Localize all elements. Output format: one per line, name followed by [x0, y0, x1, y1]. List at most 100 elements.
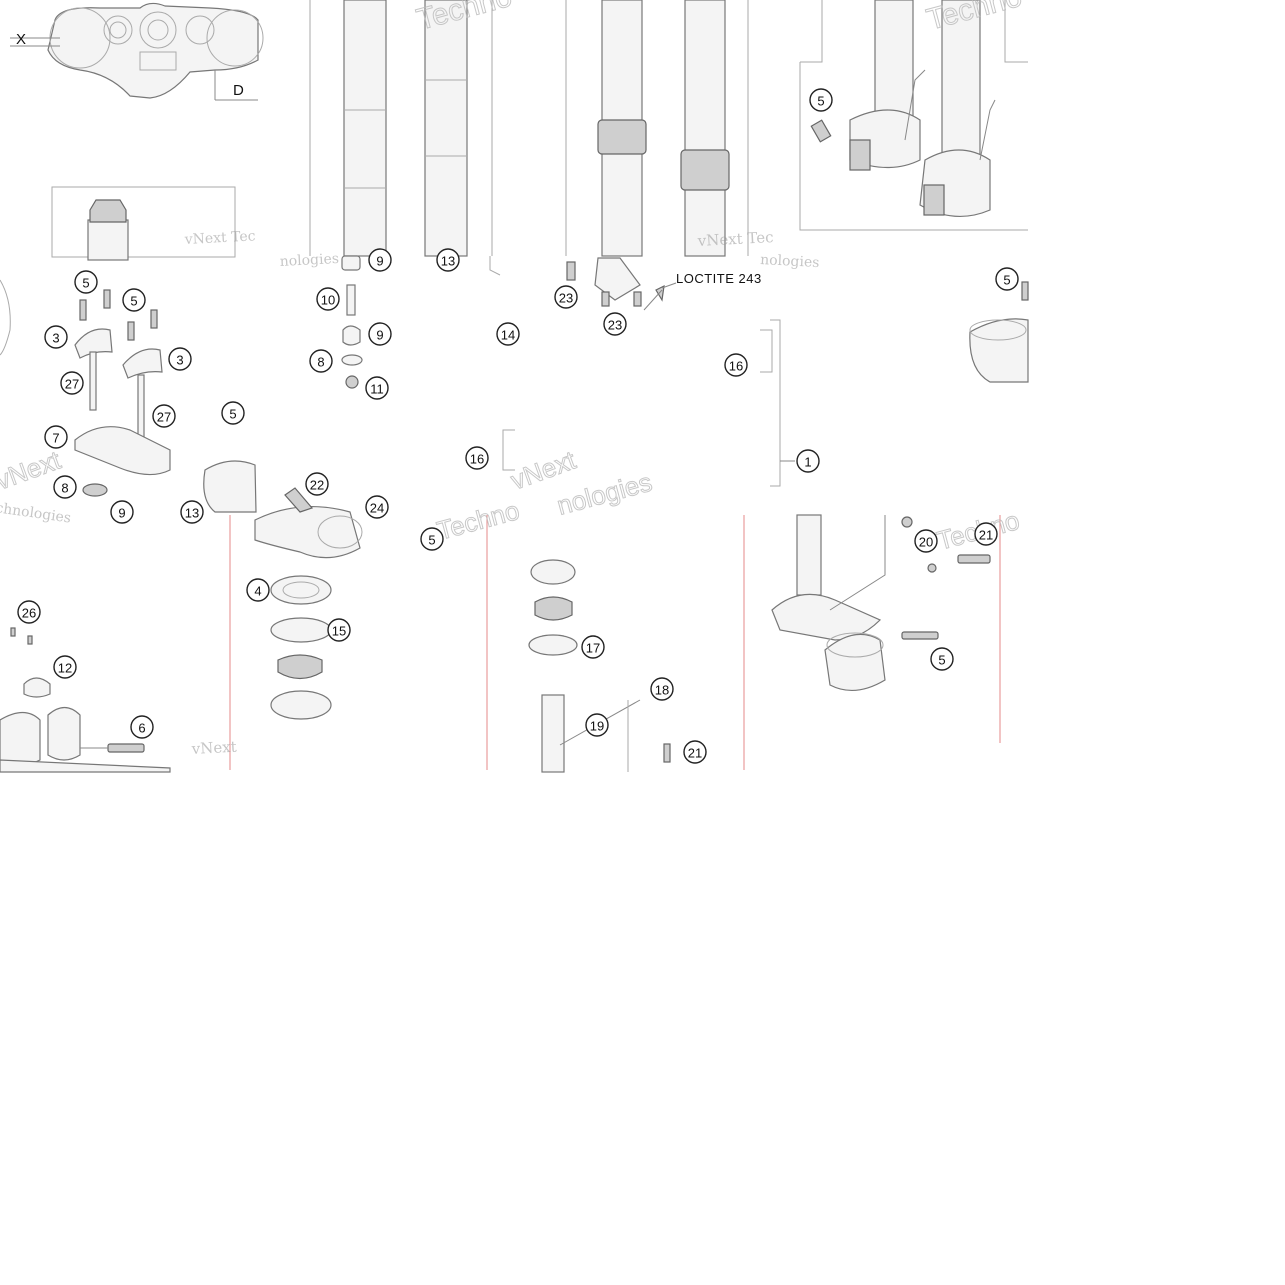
- callout-number: 17: [586, 641, 600, 656]
- callout-c14a: 14: [496, 322, 520, 346]
- callout-number: 21: [979, 528, 993, 543]
- callout-c13a: 13: [436, 248, 460, 272]
- callout-number: 8: [317, 355, 324, 370]
- callout-c27a: 27: [60, 371, 84, 395]
- upper-clamp-right: [969, 281, 1029, 383]
- callout-c5f: 5: [420, 527, 444, 551]
- callout-c9b: 9: [368, 322, 392, 346]
- callout-circle: [305, 472, 329, 496]
- callout-number: 4: [254, 584, 261, 599]
- callout-circle: [368, 322, 392, 346]
- callout-c5d: 5: [221, 401, 245, 425]
- x-dimension-label: X: [16, 31, 26, 48]
- callout-c5c: 5: [122, 288, 146, 312]
- callout-number: 27: [65, 377, 79, 392]
- callout-circle: [246, 578, 270, 602]
- callout-circle: [809, 88, 833, 112]
- callout-c8a: 8: [53, 475, 77, 499]
- callout-number: 5: [82, 276, 89, 291]
- callout-number: 5: [428, 533, 435, 548]
- callout-number: 5: [1003, 273, 1010, 288]
- callout-circle: [650, 677, 674, 701]
- callout-circle: [974, 522, 998, 546]
- loctite-note: LOCTITE 243: [676, 271, 762, 286]
- callout-number: 22: [310, 478, 324, 493]
- callout-circle: [60, 371, 84, 395]
- callout-c19: 19: [585, 713, 609, 737]
- callout-c5b: 5: [74, 270, 98, 294]
- callout-number: 5: [229, 407, 236, 422]
- callout-number: 7: [52, 431, 59, 446]
- upper-triple-clamp: vNext: [0, 515, 237, 773]
- callout-c12: 12: [53, 655, 77, 679]
- callout-number: 21: [688, 746, 702, 761]
- callout-circle: [465, 446, 489, 470]
- steering-stem-area: LOCTITE 243 nologies vNext nologies: [506, 252, 820, 521]
- watermark-text: chnologies: [0, 500, 72, 526]
- callout-c1: 1: [796, 449, 820, 473]
- callout-c21a: 21: [974, 522, 998, 546]
- callout-number: 24: [370, 501, 384, 516]
- callout-number: 5: [817, 94, 824, 109]
- callout-number: 6: [138, 721, 145, 736]
- callout-c13b: 13: [180, 500, 204, 524]
- callout-circle: [180, 500, 204, 524]
- callout-number: 27: [157, 410, 171, 425]
- callout-number: 5: [130, 294, 137, 309]
- callout-c24: 24: [365, 495, 389, 519]
- callout-c3b: 3: [168, 347, 192, 371]
- callout-number: 26: [22, 606, 36, 621]
- callout-circle: [130, 715, 154, 739]
- callout-circle: [914, 529, 938, 553]
- callout-circle: [496, 322, 520, 346]
- callout-circle: [365, 495, 389, 519]
- watermark-text: vNext Tec: [183, 228, 256, 248]
- watermark-text: Techno: [434, 495, 523, 546]
- callout-number: 20: [919, 535, 933, 550]
- callout-c15: 15: [327, 618, 351, 642]
- callout-c16a: 16: [724, 353, 748, 377]
- callout-circle: [53, 655, 77, 679]
- callout-circle: [152, 404, 176, 428]
- callout-circle: [74, 270, 98, 294]
- callout-c17: 17: [581, 635, 605, 659]
- callout-circle: [930, 647, 954, 671]
- callout-c10: 10: [316, 287, 340, 311]
- callout-number: 5: [938, 653, 945, 668]
- callout-c21b: 21: [683, 740, 707, 764]
- bushing-parts: [341, 255, 515, 471]
- callout-number: 18: [655, 683, 669, 698]
- callout-circle: [44, 325, 68, 349]
- callout-c14b: 4: [246, 578, 270, 602]
- callout-circle: [683, 740, 707, 764]
- handlebar-clamp-assembly: vNext chnologies: [0, 279, 257, 527]
- callout-number: 10: [321, 293, 335, 308]
- watermark-text: nologies: [760, 252, 820, 271]
- callout-circle: [995, 267, 1019, 291]
- callout-number: 14: [501, 328, 515, 343]
- callout-number: 9: [376, 328, 383, 343]
- callout-circle: [365, 376, 389, 400]
- callout-number: 9: [376, 254, 383, 269]
- callout-number: 23: [559, 291, 573, 306]
- callout-number: 19: [590, 719, 604, 734]
- callout-circle: [53, 475, 77, 499]
- callout-number: 16: [470, 452, 484, 467]
- callout-number: 9: [118, 506, 125, 521]
- callout-circle: [44, 425, 68, 449]
- callout-circle: [17, 600, 41, 624]
- callout-number: 13: [441, 254, 455, 269]
- callout-c16b: 16: [465, 446, 489, 470]
- callout-circle: [420, 527, 444, 551]
- callout-c9a: 9: [368, 248, 392, 272]
- callout-circle: [110, 500, 134, 524]
- callout-c8b: 8: [309, 349, 333, 373]
- callout-c23a: 23: [554, 285, 578, 309]
- callout-number: 8: [61, 481, 68, 496]
- callout-circle: [581, 635, 605, 659]
- callout-circle: [724, 353, 748, 377]
- callout-c11: 11: [365, 376, 389, 400]
- callout-c6: 6: [130, 715, 154, 739]
